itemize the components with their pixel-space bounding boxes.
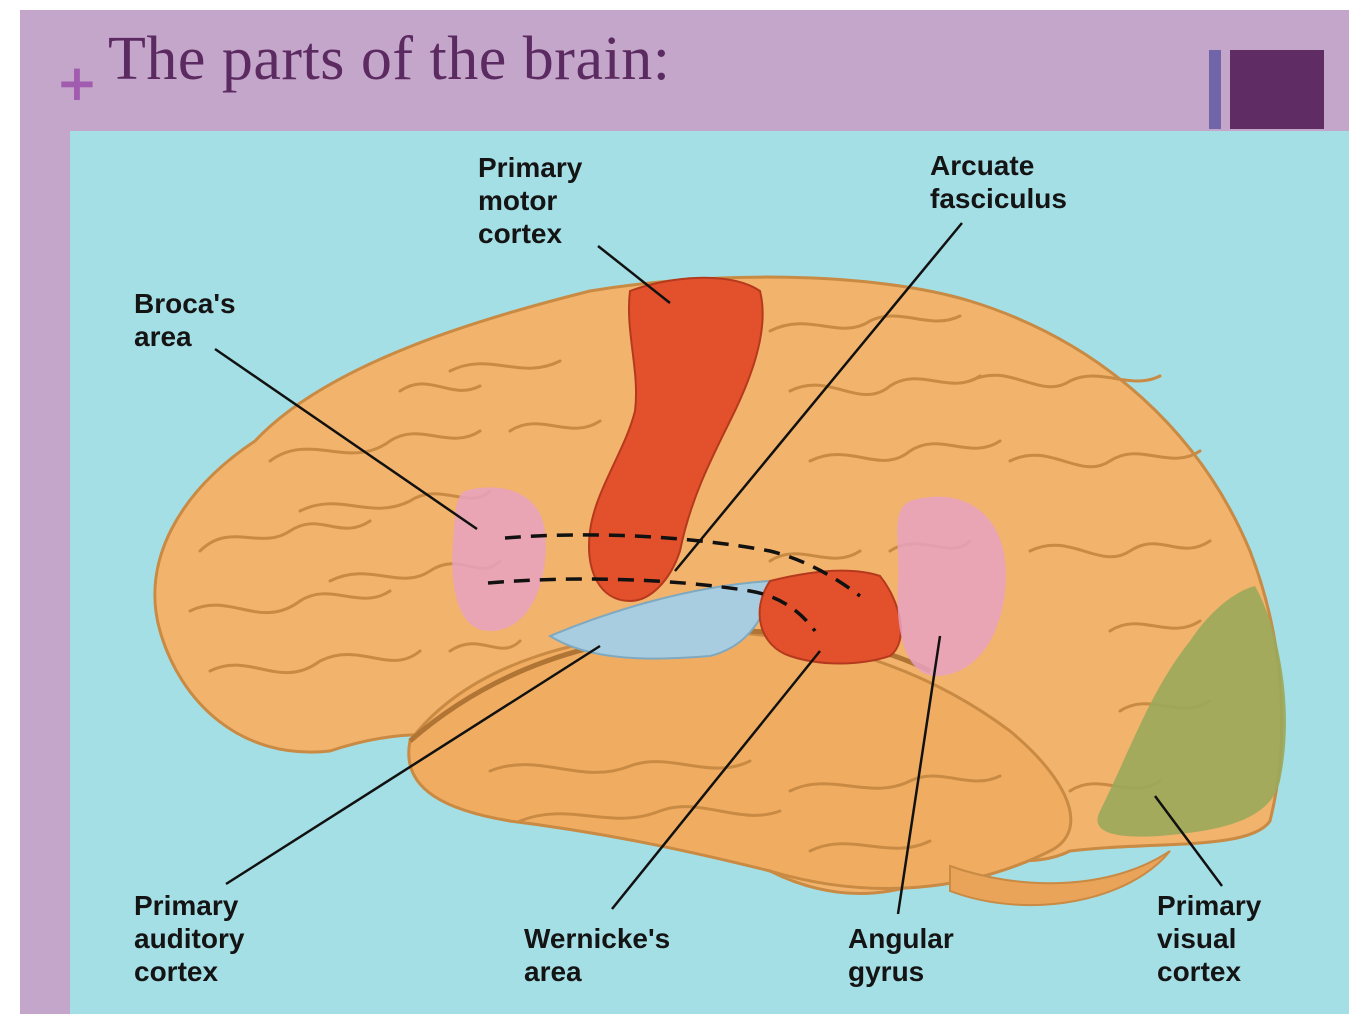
brain-diagram: Primary motor cortex Arcuate fasciculus … [70,131,1349,1014]
label-arcuate-fasciculus: Arcuate fasciculus [930,149,1067,215]
label-primary-motor-cortex: Primary motor cortex [478,151,582,250]
label-primary-visual-cortex: Primary visual cortex [1157,889,1261,988]
wernickes-area-region [760,571,901,664]
label-angular-gyrus: Angular gyrus [848,922,954,988]
slide-title: The parts of the brain: [108,24,670,95]
label-wernickes-area: Wernicke's area [524,922,670,988]
accent-bar [1209,50,1221,129]
label-primary-auditory-cortex: Primary auditory cortex [134,889,244,988]
plus-icon: + [56,58,98,108]
brain-illustration [70,131,1349,1014]
accent-square [1230,50,1324,129]
label-brocas-area: Broca's area [134,287,236,353]
